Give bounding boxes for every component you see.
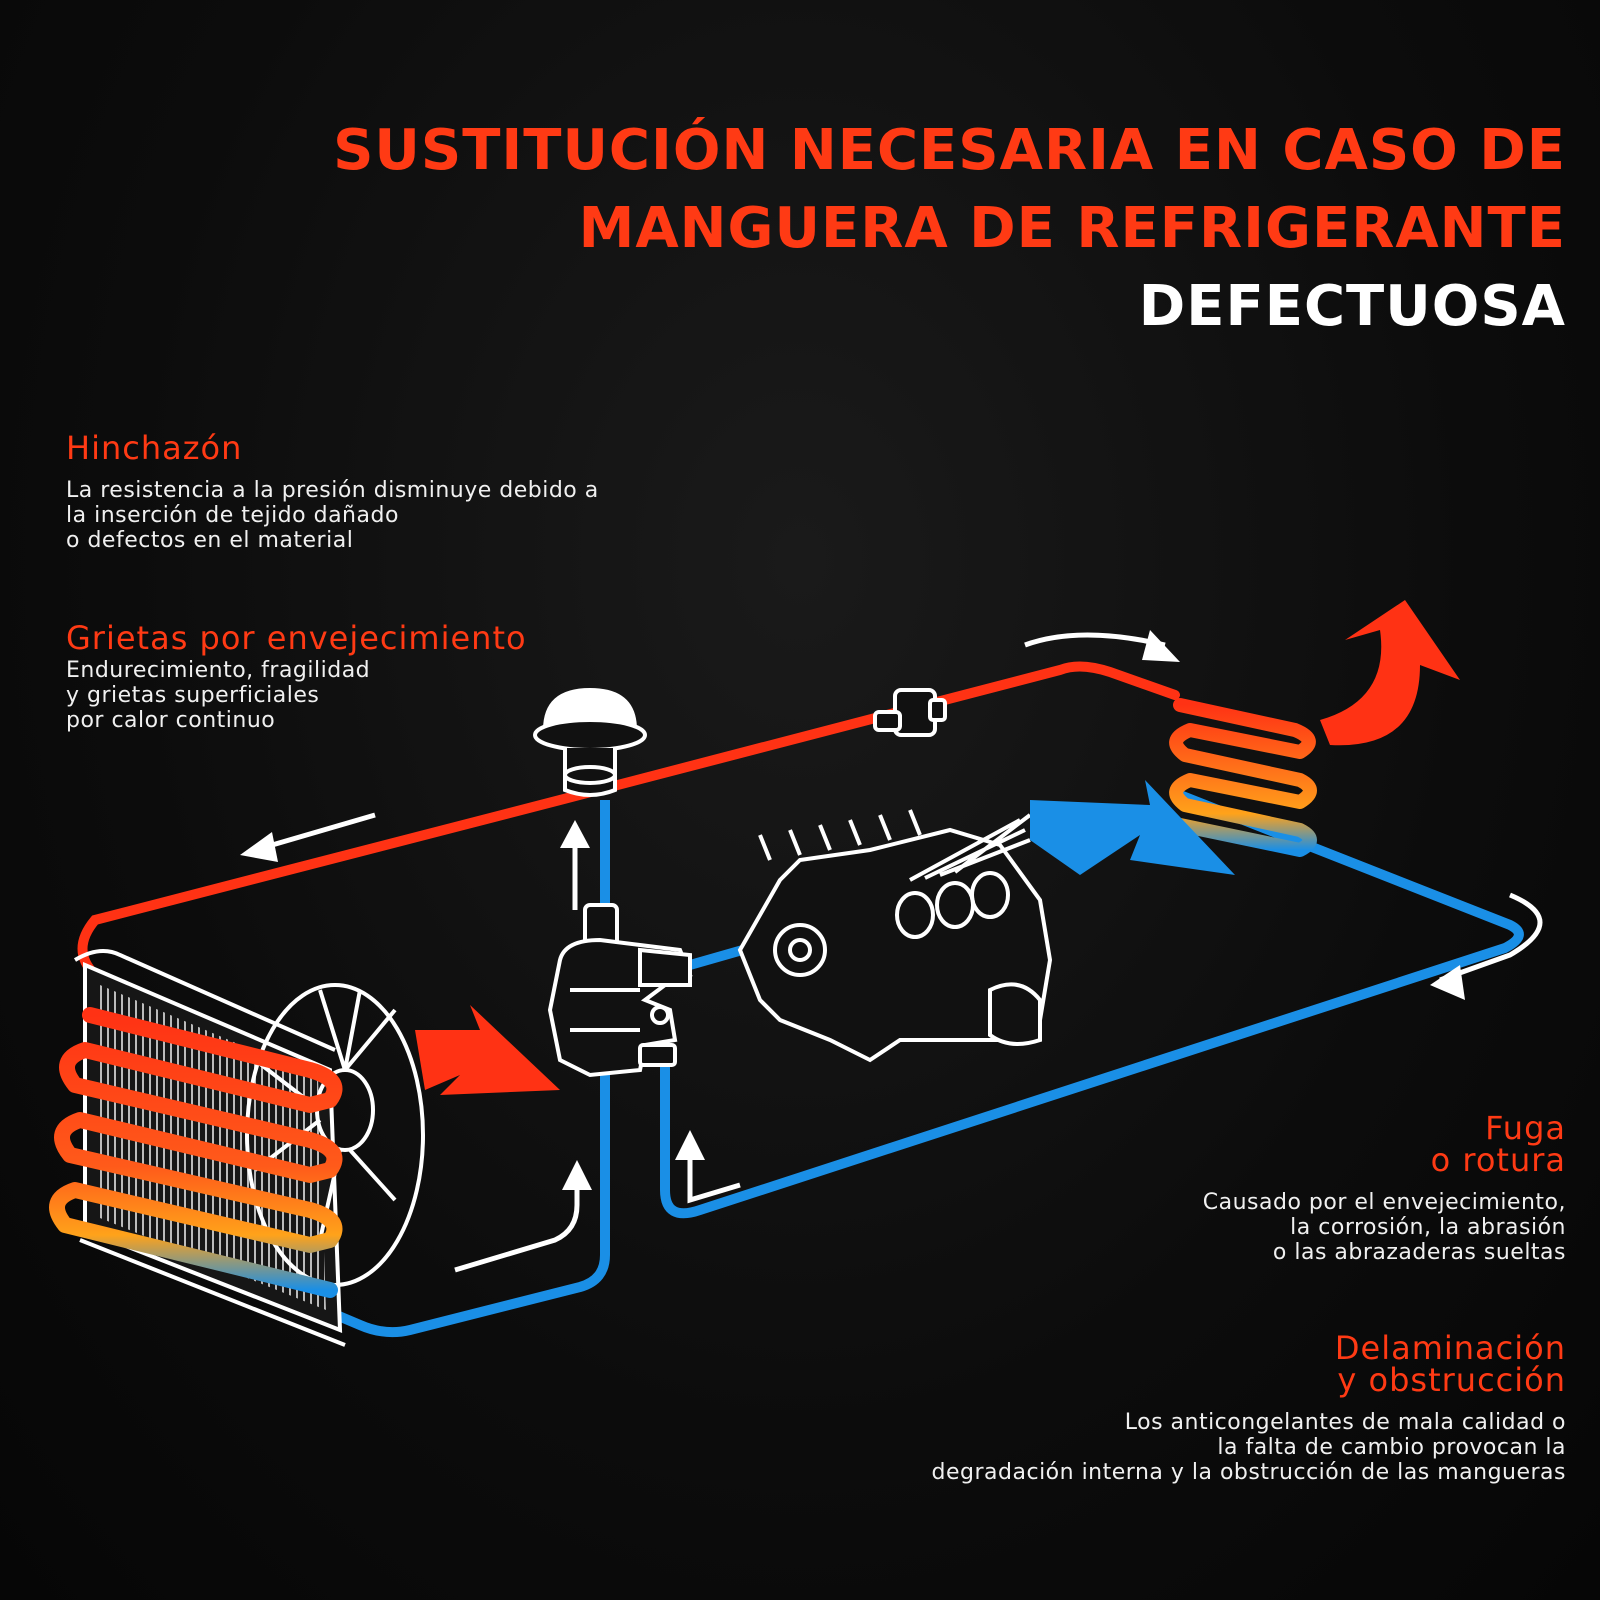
page-title: SUSTITUCIÓN NECESARIA EN CASO DE MANGUER…	[333, 112, 1566, 346]
title-line-1: SUSTITUCIÓN NECESARIA EN CASO DE	[333, 118, 1566, 183]
callout-delaminacion-line: la falta de cambio provocan la	[1217, 1435, 1566, 1460]
callout-grietas: Grietas por envejecimiento Endurecimient…	[66, 622, 746, 733]
t-connector-icon	[873, 688, 947, 737]
callout-grietas-line: y grietas superficiales	[66, 683, 320, 708]
cold-air-in-arrow-icon	[1030, 780, 1235, 875]
title-line-3: DEFECTUOSA	[1138, 274, 1566, 339]
callout-fuga-line: la corrosión, la abrasión	[1290, 1215, 1566, 1240]
engine-block-icon	[737, 809, 1053, 1063]
callout-hinchazon-line: La resistencia a la presión disminuye de…	[66, 478, 599, 503]
callout-fuga-heading: Fuga	[1485, 1109, 1566, 1147]
callout-fuga-heading: o rotura	[1430, 1141, 1566, 1179]
callout-delaminacion-heading: Delaminación	[1334, 1329, 1566, 1367]
hot-hose	[77, 661, 1180, 980]
callout-hinchazon-line: o defectos en el material	[66, 528, 354, 553]
water-pump-icon	[547, 903, 693, 1078]
title-line-2: MANGUERA DE REFRIGERANTE	[578, 196, 1566, 261]
hot-air-out-arrow-icon	[1320, 600, 1460, 746]
callout-fuga-line: Causado por el envejecimiento,	[1202, 1190, 1566, 1215]
callout-hinchazon-heading: Hinchazón	[66, 429, 243, 467]
callout-grietas-line: por calor continuo	[66, 708, 276, 733]
radiator-coil	[49, 1007, 343, 1298]
callout-hinchazon: Hinchazón La resistencia a la presión di…	[66, 432, 746, 553]
callout-grietas-heading: Grietas por envejecimiento	[66, 619, 527, 657]
callout-fuga-line: o las abrazaderas sueltas	[1272, 1240, 1566, 1265]
callout-hinchazon-line: la inserción de tejido dañado	[66, 503, 399, 528]
heater-core-icon	[1169, 698, 1317, 857]
callout-delaminacion-line: Los anticongelantes de mala calidad o	[1124, 1410, 1566, 1435]
cold-hose-bypass	[95, 1055, 610, 1338]
hot-air-in-arrow-icon	[415, 1005, 560, 1095]
callout-delaminacion: Delaminación y obstrucción Los anticonge…	[746, 1332, 1566, 1485]
callout-delaminacion-heading: y obstrucción	[1337, 1361, 1566, 1399]
cold-hose-return	[660, 790, 1524, 1219]
callout-fuga: Fuga o rotura Causado por el envejecimie…	[966, 1112, 1566, 1265]
callout-grietas-line: Endurecimiento, fragilidad	[66, 658, 371, 683]
thermostat-icon	[533, 687, 647, 797]
callout-delaminacion-line: degradación interna y la obstrucción de …	[931, 1460, 1566, 1485]
flow-arrow-icon	[254, 632, 1543, 1273]
